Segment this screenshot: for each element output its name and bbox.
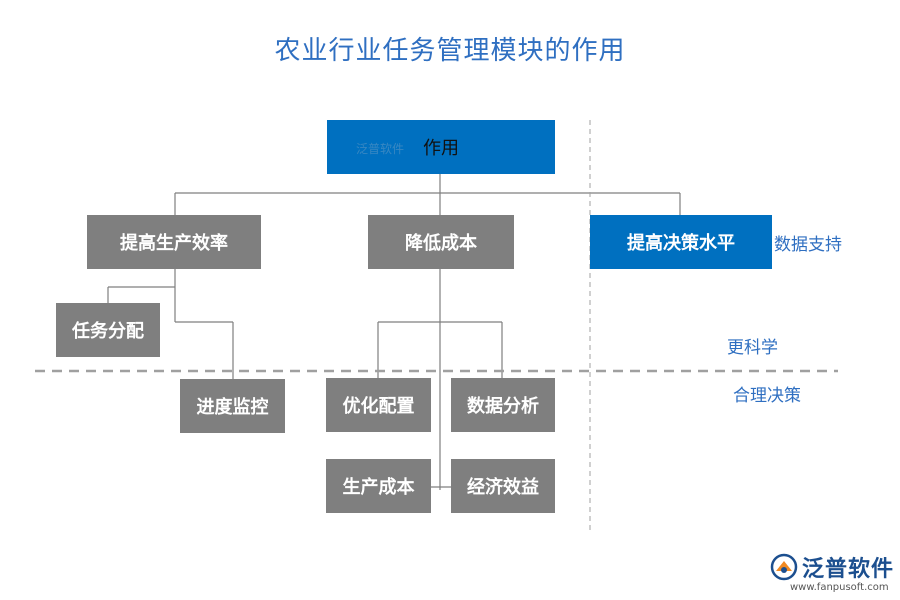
node-decision: 提高决策水平 [590,215,772,269]
watermark-text: 泛普软件 [356,142,405,156]
logo-url: www.fanpusoft.com [790,582,889,593]
label-more-scientific: 更科学 [727,338,778,358]
node-cost-label: 降低成本 [405,233,477,254]
node-progress: 进度监控 [180,379,285,433]
node-cost: 降低成本 [368,215,514,269]
node-prod-cost: 生产成本 [326,459,431,513]
node-optimize-label: 优化配置 [342,396,415,417]
node-economic-label: 经济效益 [467,477,539,498]
label-rational-decision: 合理决策 [733,386,801,406]
label-data-support: 数据支持 [774,235,842,255]
node-prod-cost-label: 生产成本 [342,477,415,498]
logo-icon [770,553,798,581]
node-optimize: 优化配置 [326,378,431,432]
node-data-analysis: 数据分析 [451,378,555,432]
node-efficiency: 提高生产效率 [87,215,261,269]
node-task-assign: 任务分配 [56,303,160,357]
node-efficiency-label: 提高生产效率 [120,233,228,254]
node-progress-label: 进度监控 [196,397,269,418]
node-decision-label: 提高决策水平 [627,233,735,254]
node-task-assign-label: 任务分配 [72,321,144,342]
node-economic: 经济效益 [451,459,555,513]
root-node: 作用 [327,120,555,174]
page-title: 农业行业任务管理模块的作用 [274,36,626,66]
logo-text: 泛普软件 [802,557,895,582]
brand-logo: 泛普软件 [770,551,894,583]
node-data-analysis-label: 数据分析 [467,396,539,417]
root-node-label: 作用 [423,138,459,159]
